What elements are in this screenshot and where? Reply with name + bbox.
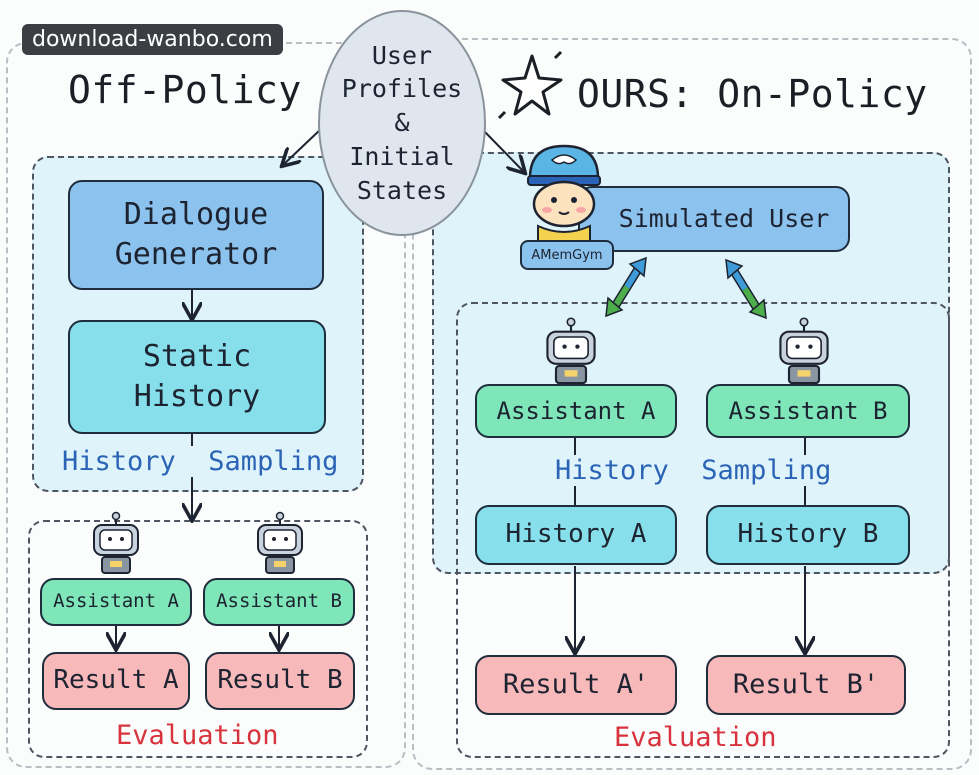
left-history-sampling-label: History Sampling bbox=[62, 446, 339, 477]
static-history-box: Static History bbox=[68, 320, 326, 434]
on-policy-panel bbox=[412, 38, 972, 770]
right-evaluation-label: Evaluation bbox=[614, 722, 777, 753]
robot-icon bbox=[779, 317, 829, 385]
bidirectional-arrow-icon bbox=[605, 256, 647, 318]
right-assistant-b-box: Assistant B bbox=[706, 384, 910, 438]
robot-icon bbox=[257, 511, 303, 574]
off-policy-title: Off-Policy bbox=[68, 68, 302, 112]
dialogue-generator-box: Dialogue Generator bbox=[68, 180, 324, 290]
left-assistant-b-box: Assistant B bbox=[203, 578, 355, 626]
amemgym-tag: AMemGym bbox=[520, 240, 614, 270]
robot-icon bbox=[546, 317, 596, 385]
result-a-prime-box: Result A' bbox=[475, 655, 677, 715]
right-history-sampling-label: History Sampling bbox=[555, 455, 832, 486]
bidirectional-arrow-icon bbox=[725, 258, 767, 320]
user-profiles-ellipse: User Profiles & Initial States bbox=[318, 10, 486, 236]
sparkle-icon bbox=[497, 50, 563, 120]
result-b-prime-box: Result B' bbox=[706, 655, 906, 715]
on-policy-title: OURS: On-Policy bbox=[577, 72, 928, 116]
left-evaluation-label: Evaluation bbox=[116, 720, 279, 751]
robot-icon bbox=[93, 511, 139, 574]
right-assistant-a-box: Assistant A bbox=[475, 384, 677, 438]
history-a-box: History A bbox=[475, 505, 677, 565]
left-result-b-box: Result B bbox=[205, 652, 355, 710]
user-avatar-icon bbox=[527, 144, 601, 243]
right-evaluation-region bbox=[456, 302, 950, 758]
left-assistant-a-box: Assistant A bbox=[40, 578, 192, 626]
left-result-a-box: Result A bbox=[42, 652, 190, 710]
watermark: download-wanbo.com bbox=[22, 24, 283, 55]
history-b-box: History B bbox=[706, 505, 910, 565]
simulated-user-box: Simulated User bbox=[578, 186, 850, 252]
